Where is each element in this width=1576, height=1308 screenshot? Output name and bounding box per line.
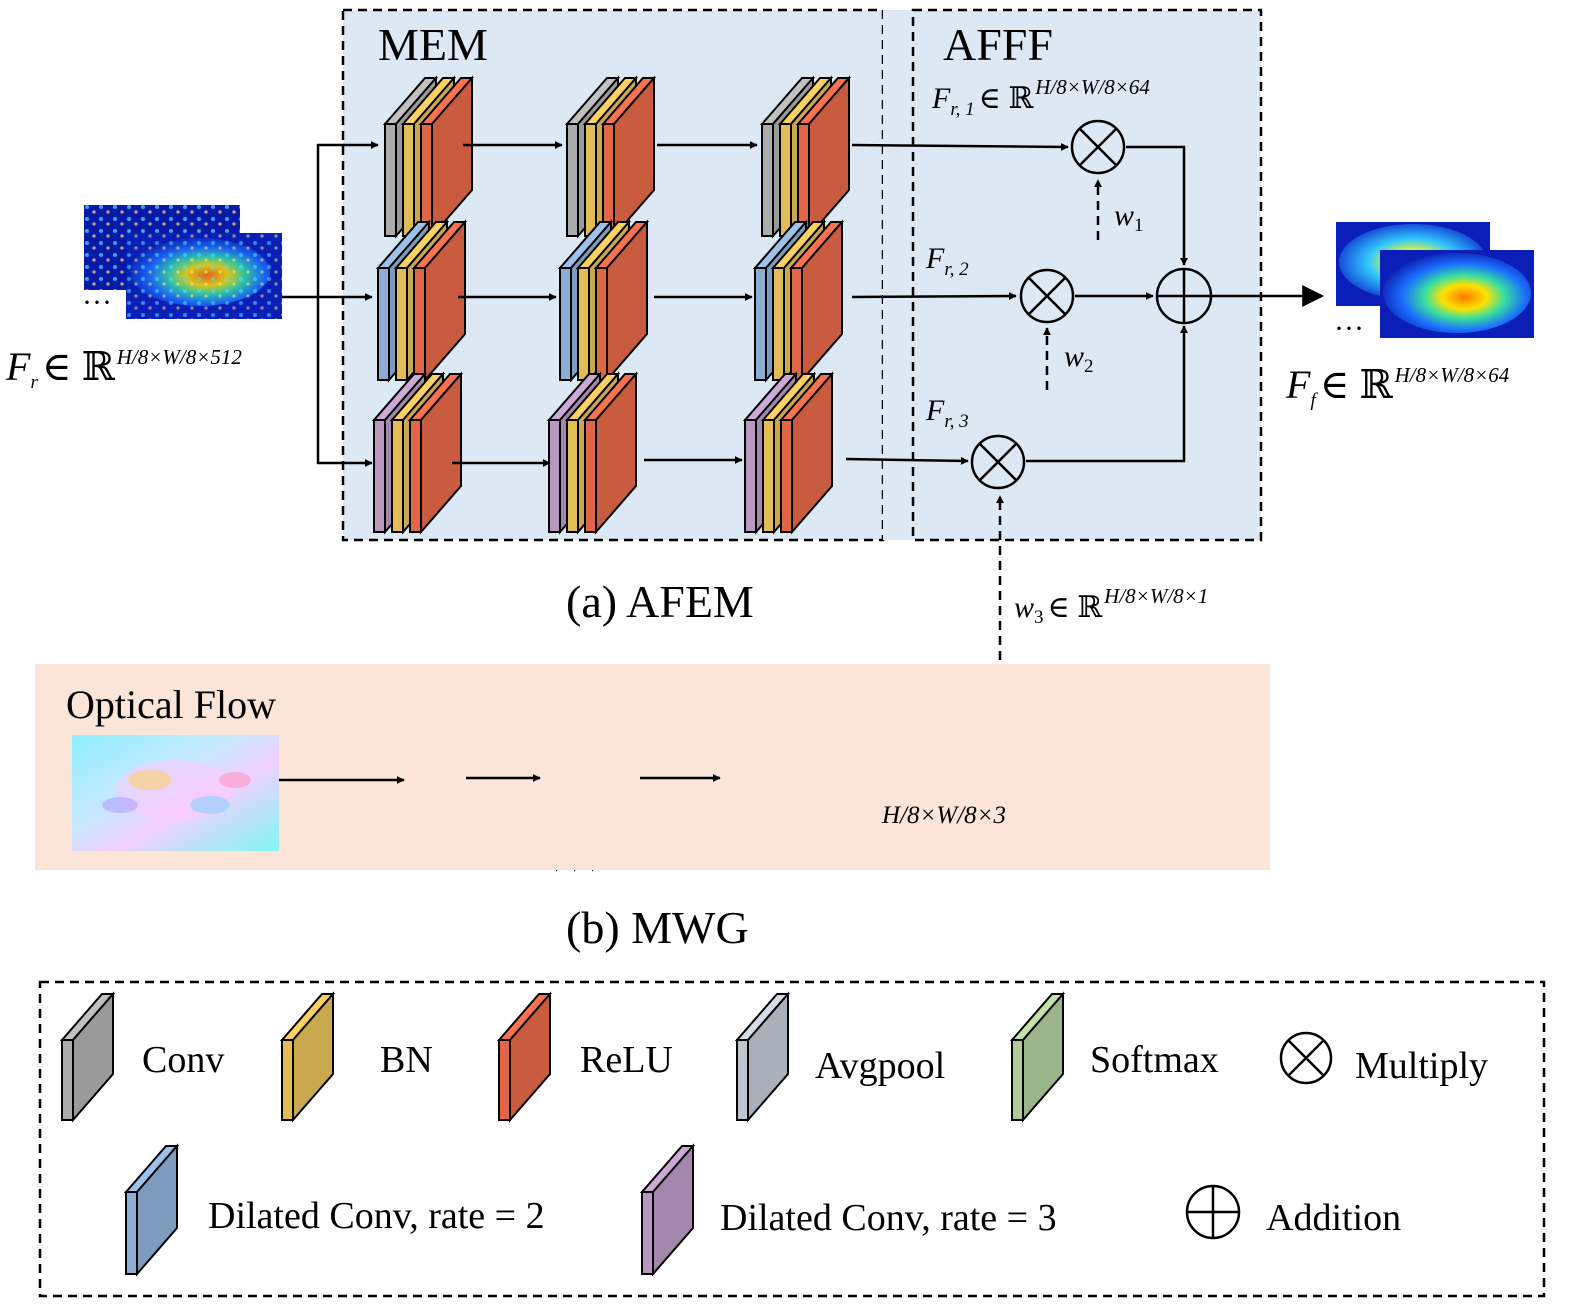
output-feature-map (1336, 222, 1534, 338)
legend-bn-icon (279, 991, 336, 1123)
mem-row1-block-3 (759, 75, 852, 239)
input-feature-map (84, 205, 282, 319)
mem-row3-block-3-relu-2 (778, 371, 835, 535)
afff-label: AFFF (943, 19, 1053, 70)
mem-row3-block-2 (546, 371, 639, 535)
afem-caption: (a) AFEM (566, 576, 754, 627)
output-label: Ff∈ ℝH/8×W/8×64 (1285, 362, 1510, 411)
multiply-op-2 (1019, 268, 1075, 324)
mem-row3-block-1 (371, 371, 464, 535)
mem-row2-block-1-relu-2 (411, 219, 468, 383)
afff-panel-fill (883, 10, 913, 540)
mem-row3-block-1-relu-2 (407, 371, 464, 535)
mwg-caption: (b) MWG (566, 902, 749, 953)
input-ellipsis: ··· (82, 286, 112, 319)
input-label: Fr∈ ℝH/8×W/8×512 (5, 344, 242, 393)
legend-conv-icon (59, 991, 116, 1123)
mem-row1-block-3-relu-2 (795, 75, 852, 239)
addition-op (1155, 267, 1213, 325)
mem-row2-block-2-relu-2 (593, 219, 650, 383)
legend-relu-label: ReLU (580, 1039, 673, 1081)
legend-bn-label: BN (380, 1039, 433, 1081)
mem-label: MEM (378, 19, 488, 70)
mem-row3-block-2-relu-2 (582, 371, 639, 535)
mem-row1-block-1-relu-2 (418, 75, 475, 239)
output-ellipsis: ··· (1334, 312, 1364, 345)
mwg-connectors (279, 774, 721, 784)
mwg-title: Optical Flow (66, 682, 276, 727)
legend-relu-icon (496, 991, 553, 1123)
mem-row2-block-1 (375, 219, 468, 383)
fr2-label: Fr, 2 (925, 242, 969, 280)
fr1-label: Fr, 1∈ ℝH/8×W/8×64 (931, 75, 1150, 120)
mwg-dims: H/8×W/8×3 (881, 802, 1006, 829)
legend-addition-icon (1185, 1184, 1241, 1240)
fr3-label: Fr, 3 (925, 394, 969, 432)
afem-connectors (282, 141, 1325, 467)
w2-label: w2 (1064, 340, 1094, 377)
legend-dilated3-label: Dilated Conv, rate = 3 (720, 1197, 1057, 1239)
legend-addition-label: Addition (1266, 1197, 1401, 1239)
legend-multiply-icon (1279, 1031, 1333, 1085)
optical-flow-image (72, 735, 279, 851)
legend-multiply-label: Multiply (1355, 1045, 1488, 1087)
w3-label: w3∈ ℝH/8×W/8×1 (1014, 584, 1208, 628)
legend-avgpool-icon (734, 991, 791, 1123)
legend-conv-label: Conv (142, 1039, 224, 1081)
legend-dilated3-icon (639, 1143, 696, 1277)
legend-softmax-icon (1009, 991, 1066, 1123)
mem-row1-block-1 (382, 75, 475, 239)
legend-avgpool-label: Avgpool (815, 1045, 945, 1087)
mem-row2-block-2 (557, 219, 650, 383)
mem-row2-block-3-relu-2 (788, 219, 845, 383)
legend-softmax-label: Softmax (1090, 1039, 1219, 1081)
multiply-op-1 (1070, 119, 1126, 175)
mem-row1-block-2-relu-2 (600, 75, 657, 239)
afff-panel (911, 8, 1263, 542)
w1-label: w1 (1114, 199, 1144, 236)
legend-dilated2-icon (123, 1143, 180, 1277)
mem-row2-block-3 (752, 219, 845, 383)
legend-dilated2-label: Dilated Conv, rate = 2 (208, 1195, 545, 1237)
mem-row1-block-2 (564, 75, 657, 239)
legend-box (38, 980, 1546, 1298)
multiply-op-3 (970, 434, 1026, 490)
mem-row3-block-3 (742, 371, 835, 535)
